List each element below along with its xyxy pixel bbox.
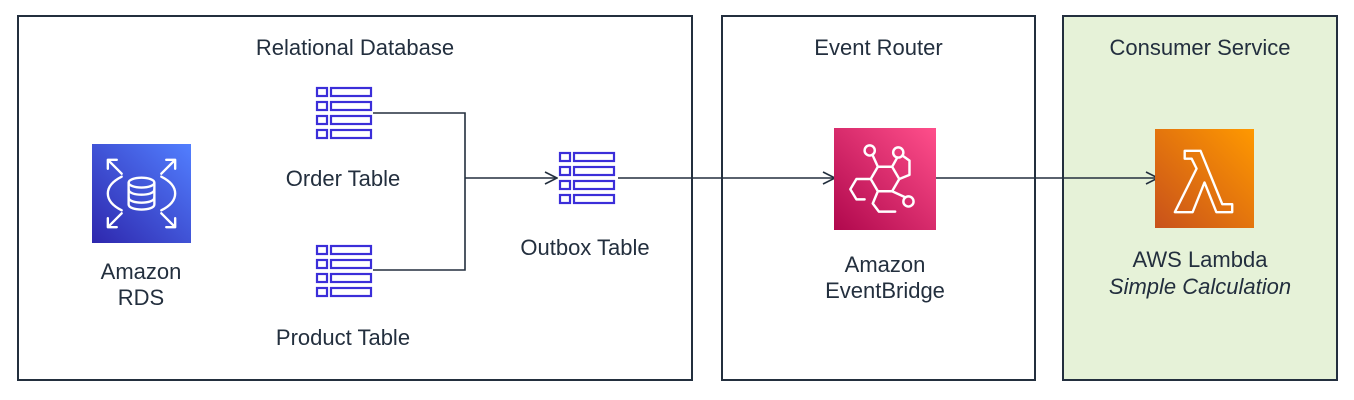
eventbridge-icon — [834, 128, 936, 230]
rds-icon — [92, 144, 191, 243]
relational-database-group: Relational Database — [17, 15, 693, 381]
order-table-label: Order Table — [285, 166, 401, 191]
outbox-table-icon — [558, 151, 616, 205]
event-router-title: Event Router — [814, 35, 943, 60]
rds-label-line1: Amazon — [100, 259, 182, 284]
lambda-icon — [1155, 129, 1254, 228]
event-router-group: Event Router — [721, 15, 1036, 381]
relational-database-title: Relational Database — [255, 35, 455, 60]
eventbridge-label: Amazon EventBridge — [795, 252, 975, 304]
lambda-label-line2: Simple Calculation — [1108, 274, 1292, 299]
lambda-label: AWS Lambda Simple Calculation — [1080, 246, 1320, 300]
product-to-outbox-connector — [373, 178, 466, 271]
consumer-service-title: Consumer Service — [1109, 35, 1291, 60]
order-table-icon — [315, 86, 373, 140]
outbox-table-label: Outbox Table — [520, 235, 650, 260]
product-table-label: Product Table — [275, 325, 411, 350]
rds-label-line2: RDS — [117, 285, 165, 310]
lambda-label-line1: AWS Lambda — [1132, 247, 1268, 272]
product-table-icon — [315, 244, 373, 298]
eventbridge-label-line2: EventBridge — [825, 278, 945, 303]
rds-label: Amazon RDS — [71, 259, 211, 311]
order-to-outbox-connector — [373, 112, 466, 178]
eventbridge-label-line1: Amazon — [844, 252, 926, 277]
